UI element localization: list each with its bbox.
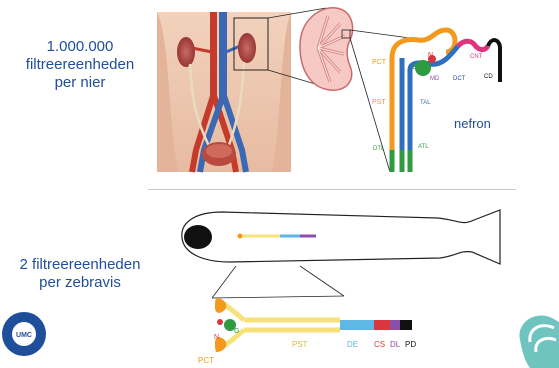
label-g: G bbox=[412, 64, 417, 71]
label-cd: CD bbox=[484, 74, 493, 80]
zebrafish-nephron: G N PCT PST DE CS DL PD bbox=[198, 298, 416, 365]
human-anatomy-illustration bbox=[157, 12, 291, 172]
label-cnt: CNT bbox=[470, 54, 483, 60]
label-pst: PST bbox=[372, 99, 386, 106]
umc-logo-text: UMC bbox=[16, 332, 32, 339]
label-tal: TAL bbox=[420, 100, 431, 106]
zf-label-pst: PST bbox=[292, 340, 308, 349]
zf-label-pct: PCT bbox=[198, 356, 214, 365]
umc-logo: UMC bbox=[2, 312, 46, 356]
zf-label-cs: CS bbox=[374, 340, 385, 349]
zf-label-n: N bbox=[214, 334, 219, 341]
zf-label-de: DE bbox=[347, 340, 358, 349]
label-dtl: DTL bbox=[373, 146, 385, 152]
zf-label-dl: DL bbox=[390, 340, 401, 349]
nephron-title: nefron bbox=[454, 116, 491, 131]
label-md: MD bbox=[430, 76, 440, 82]
label-dct: DCT bbox=[453, 76, 466, 82]
zf-label-pd: PD bbox=[405, 340, 416, 349]
label-pct: PCT bbox=[372, 59, 387, 66]
label-n: N bbox=[428, 52, 433, 59]
kidney-cross-section bbox=[300, 8, 353, 90]
human-nephron: PCT G N MD DCT CNT CD PST TAL DTL ATL ne… bbox=[372, 30, 500, 172]
zf-label-g: G bbox=[234, 328, 239, 335]
label-atl: ATL bbox=[418, 144, 429, 150]
teal-swirl-logo bbox=[519, 315, 559, 368]
zebrafish-illustration bbox=[182, 210, 500, 264]
